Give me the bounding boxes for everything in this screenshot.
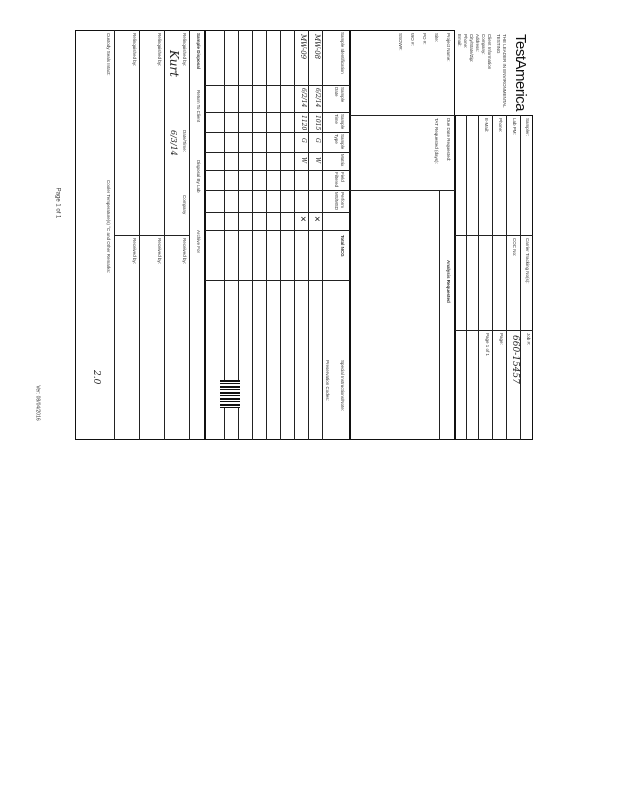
handwritten-job-number: 660-15457 [510, 335, 520, 384]
sample-row-time: 1120 [300, 115, 307, 131]
sample-row-type: G [300, 138, 307, 143]
client-line: Email: [457, 34, 462, 47]
x-mark: × [297, 216, 308, 222]
col-sample-id: Sample Identification [340, 32, 345, 74]
label-page: Page: [499, 333, 504, 345]
col-sample-type: Sample Type [334, 134, 345, 150]
client-line: Address: [475, 34, 480, 52]
cooler-label: Cooler Temperature(s) °C and Other Remar… [106, 180, 111, 273]
label-wo: WO #: [410, 33, 415, 46]
total-ncg-label: Total NCG [340, 235, 345, 257]
page-value: Page 1 of 1 [485, 333, 490, 357]
received-label: Received by: [182, 238, 187, 265]
custody-seals-label: Custody Seals Intact: [106, 33, 111, 76]
relinquished-label: Relinquished by: [132, 33, 137, 67]
label-sampler: Sampler: [525, 118, 530, 137]
label-due-date: Due Date Requested: [446, 118, 451, 162]
sample-row-time: 1015 [314, 115, 321, 131]
sample-row-id: MW-09 [299, 34, 307, 60]
label-job: Job #: [526, 333, 531, 346]
x-mark: × [311, 216, 322, 222]
brand-logo: TestAmerica [512, 34, 529, 112]
preservation-codes-label: Preservation Codes: [325, 360, 330, 401]
date-time-label: Date/Time: [182, 130, 187, 152]
disposal-option: Disposal By Lab [196, 160, 201, 193]
signature: Kurt [167, 50, 181, 77]
label-email: E-Mail: [484, 118, 489, 133]
received-label: Received by: [157, 238, 162, 265]
page-mark: Page 1 of 1 [54, 187, 61, 219]
form-version: Ver: 08/04/2016 [34, 385, 41, 421]
analysis-header: Analysis Requested [446, 260, 451, 303]
col-sample-time: Sample Time [334, 114, 345, 130]
col-field-filtered: Field Filtered [334, 172, 345, 188]
chain-of-custody-form: TestAmerica THE LEADER IN ENVIRONMENTAL … [75, 30, 535, 440]
sample-row-id: MW-08 [313, 34, 321, 60]
disposal-option: Archive For [196, 230, 201, 254]
label-site: Site: [434, 33, 439, 43]
label-tat: TAT Requested (days): [434, 118, 439, 164]
sample-row-date: 6/2/14 [300, 88, 307, 108]
cooler-temp: 2.0 [91, 370, 101, 385]
special-instructions-label: Special Instructions/Note: [340, 360, 345, 412]
col-matrix: Matrix [340, 154, 345, 167]
sample-row-matrix: W [300, 157, 307, 164]
col-sample-date: Sample Date [334, 87, 345, 103]
received-label: Received by: [132, 238, 137, 265]
sample-row-matrix: W [314, 157, 321, 164]
client-line: Client Information [487, 34, 492, 70]
label-project-name: Project Name: [446, 33, 451, 62]
client-line: Phone: [463, 34, 468, 49]
client-line: City/State/Zip: [469, 34, 474, 63]
label-carrier: Carrier Tracking No(s): [525, 238, 530, 284]
label-lab-pm: Lab PM: [512, 118, 517, 135]
brand-tagline: THE LEADER IN ENVIRONMENTAL TESTING [496, 34, 507, 108]
sample-row-date: 6/2/14 [314, 88, 321, 108]
company-label: Company [182, 195, 187, 215]
relinquished-label: Relinquished by: [182, 33, 187, 67]
label-po: PO #: [422, 33, 427, 45]
relinquished-label: Relinquished by: [157, 33, 162, 67]
barcode [220, 380, 240, 408]
disposal-title: Sample Disposal [196, 33, 201, 70]
client-line: Company: [481, 34, 486, 55]
label-ssow: SSOW#: [398, 33, 403, 51]
col-ms-msd: Perform MS/MSD [334, 192, 345, 210]
sample-row-type: G [314, 138, 321, 143]
label-coc: COC No: [512, 238, 517, 257]
disposal-option: Return To Client [196, 90, 201, 123]
handwritten-date: 6/3/14 [169, 130, 178, 156]
label-phone: Phone: [498, 118, 503, 133]
